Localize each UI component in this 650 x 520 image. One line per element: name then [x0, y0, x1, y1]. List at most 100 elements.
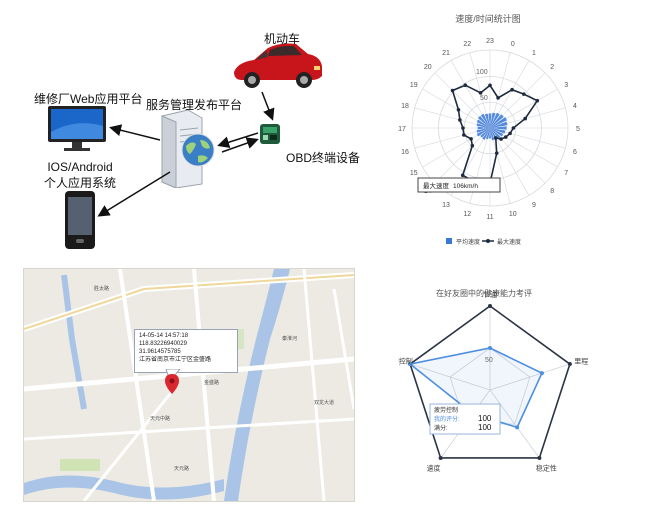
- monitor-icon: [48, 106, 106, 151]
- health-scale-50: 50: [485, 357, 493, 364]
- speed-time-chart-panel: 速度/时间统计图 2301234567891011121314151617181…: [398, 0, 600, 252]
- health-mine-point: [408, 362, 413, 367]
- speed-avg-bar: [490, 114, 504, 128]
- health-grid-spoke: [489, 389, 540, 459]
- health-axis-label: 速度: [427, 464, 441, 473]
- legend-max-label: 最大速度: [497, 238, 521, 246]
- speed-max-point: [456, 108, 461, 112]
- speed-avg-bar: [490, 112, 496, 128]
- speed-max-point: [508, 131, 512, 136]
- speed-avg-bar: [480, 128, 490, 138]
- speed-max-point: [510, 87, 514, 92]
- car-icon: [234, 43, 322, 88]
- arrow-server-to-obd: [221, 137, 259, 153]
- speed-max-point: [523, 116, 527, 121]
- health-tooltip-row2-label: 满分:: [434, 424, 448, 432]
- speed-tooltip-box: [417, 177, 501, 193]
- health-grid-spoke: [409, 363, 491, 391]
- speed-avg-bar: [488, 113, 492, 128]
- speed-avg-bar: [490, 128, 495, 141]
- speed-max-point: [470, 143, 475, 148]
- speed-max-point: [535, 98, 540, 103]
- map-label: 天元路: [174, 466, 190, 472]
- map-roads: [24, 269, 354, 501]
- health-axis-label: 节油: [483, 290, 497, 299]
- speed-hour-label: 23: [486, 38, 494, 45]
- speed-hour-label: 2: [550, 64, 554, 71]
- popup-address: 江苏省南京市江宁区金盛路: [139, 357, 212, 363]
- mobile-label-line2: 个人应用系统: [43, 176, 116, 190]
- health-full-point: [567, 362, 572, 367]
- speed-max-point: [461, 126, 465, 130]
- speed-avg-bar: [476, 119, 490, 128]
- speed-avg-bar: [490, 128, 504, 137]
- health-chart-title: 在好友圈中的健康能力考评: [436, 288, 532, 298]
- speed-avg-bar: [482, 128, 490, 140]
- speed-hour-label: 18: [401, 103, 409, 110]
- phone-icon: [65, 191, 95, 249]
- speed-max-point: [460, 173, 465, 178]
- speed-max-point: [511, 126, 516, 130]
- health-axis-label: 疲劳控制: [398, 356, 413, 365]
- speed-grid-spoke: [489, 127, 511, 204]
- speed-tooltip-value: 106km/h: [453, 183, 478, 190]
- map-label: 秦淮河: [282, 336, 298, 342]
- speed-hour-label: 11: [486, 214, 493, 221]
- speed-max-point: [463, 83, 468, 88]
- location-popup: 14-05-14 14:57:18 118.83226940029 31.961…: [134, 329, 238, 373]
- arrow-obd-to-server: [217, 132, 259, 149]
- health-mine-point: [515, 425, 520, 430]
- speed-hour-label: 8: [550, 188, 554, 195]
- speed-max-point: [499, 137, 503, 141]
- speed-avg-bar: [484, 113, 490, 128]
- speed-grid-spoke: [434, 127, 491, 184]
- speed-hour-label: 21: [442, 50, 450, 57]
- speed-hour-label: 3: [564, 82, 568, 89]
- health-axis-label: 稳定性: [536, 464, 557, 473]
- connector-arrows: [97, 91, 275, 217]
- speed-hour-label: 7: [564, 170, 568, 177]
- speed-max-point: [458, 118, 462, 122]
- legend-avg-label: 平均速度: [456, 238, 480, 246]
- map-label: 双龙大道: [314, 400, 335, 406]
- speed-avg-bar: [477, 115, 490, 128]
- speed-hour-label: 12: [463, 211, 471, 218]
- speed-chart-title: 速度/时间统计图: [455, 13, 521, 24]
- speed-avg-bar: [490, 116, 508, 128]
- speed-hour-label: 10: [509, 211, 517, 218]
- legend-avg-swatch: [446, 238, 452, 244]
- health-tooltip-row1-value: 100: [478, 414, 492, 423]
- speed-scale-50: 50: [480, 95, 488, 102]
- speed-max-point: [488, 83, 492, 88]
- health-tooltip-box: [429, 403, 501, 435]
- health-mine-point: [539, 371, 544, 376]
- popup-latitude: 31.9614575785: [139, 349, 181, 355]
- speed-avg-bar: [476, 123, 490, 128]
- mobile-label-line1: IOS/Android: [47, 160, 113, 174]
- obd-label: OBD终端设备: [286, 151, 361, 165]
- location-map[interactable]: 天元中路 天元路 胜太路 秦淮河 双龙大道 金盛路 14-05-14 14:57…: [23, 268, 355, 502]
- speed-hour-label: 15: [410, 170, 418, 177]
- speed-max-point: [496, 96, 500, 100]
- speed-hour-label: 9: [532, 202, 536, 209]
- speed-max-point: [478, 91, 483, 95]
- speed-hour-label: 17: [398, 126, 406, 133]
- obd-device-icon: [260, 124, 280, 144]
- globe-icon: [181, 133, 215, 167]
- health-tooltip-row1-label: 我的评分:: [434, 415, 460, 423]
- health-tooltip-title: 疲劳控制: [434, 406, 458, 414]
- speed-avg-bar: [490, 128, 506, 134]
- speed-avg-bar: [488, 128, 492, 139]
- health-axis-label: 里程: [574, 356, 588, 365]
- speed-tooltip-label: 最大速度: [423, 181, 450, 190]
- speed-max-point: [494, 151, 499, 155]
- speed-hour-label: 1: [532, 50, 536, 57]
- speed-scale-100: 100: [476, 69, 488, 76]
- map-pin-icon[interactable]: [164, 373, 180, 395]
- health-tooltip-row2-value: 100: [478, 423, 492, 432]
- speed-avg-bar: [480, 113, 490, 128]
- arrow-server-to-monitor: [109, 124, 161, 141]
- speed-max-point: [522, 92, 526, 96]
